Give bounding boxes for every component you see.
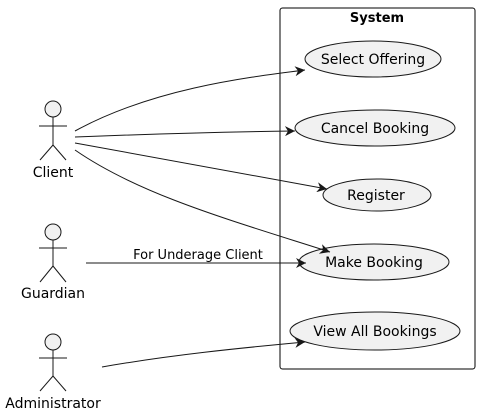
edge-client-cancel-booking [74, 126, 296, 138]
use-case-register[interactable]: Register [322, 178, 432, 212]
actor-guardian[interactable]: Guardian [21, 223, 85, 302]
actor-client[interactable]: Client [33, 100, 74, 181]
use-case-label: View All Bookings [313, 324, 436, 340]
use-case-cancel-booking[interactable]: Cancel Booking [294, 109, 456, 147]
actor-administrator[interactable]: Administrator [5, 333, 101, 412]
use-case-ellipse [294, 109, 456, 147]
edge-administrator-view-all-bookings [101, 337, 306, 368]
system-box [279, 7, 476, 370]
actor-head [44, 223, 62, 241]
use-case-label: Make Booking [325, 255, 423, 271]
actor-head [44, 100, 62, 118]
actor-right-leg [52, 265, 67, 283]
actor-head [44, 333, 62, 351]
use-case-label: Register [347, 188, 405, 204]
edge-client-register [74, 142, 328, 193]
use-case-label: Cancel Booking [321, 121, 429, 137]
use-case-ellipse [304, 40, 442, 78]
use-case-view-all-bookings[interactable]: View All Bookings [289, 311, 461, 351]
actor-left-leg [39, 144, 54, 161]
edge-client-make-booking [74, 149, 331, 254]
actor-right-leg [52, 375, 67, 392]
actor-right-leg [52, 144, 67, 161]
actor-label: Client [33, 165, 74, 181]
actor-label: Administrator [5, 396, 101, 412]
use-case-ellipse [322, 178, 432, 212]
actor-left-leg [39, 265, 54, 283]
use-case-ellipse [289, 311, 461, 351]
edge-client-select-offering [74, 66, 306, 132]
system-boundary: System [279, 7, 476, 370]
use-case-select-offering[interactable]: Select Offering [304, 40, 442, 78]
system-title: System [350, 11, 404, 26]
actor-left-leg [39, 375, 54, 392]
edge-label: For Underage Client [133, 248, 263, 263]
use-case-label: Select Offering [321, 52, 425, 68]
actor-label: Guardian [21, 286, 85, 302]
